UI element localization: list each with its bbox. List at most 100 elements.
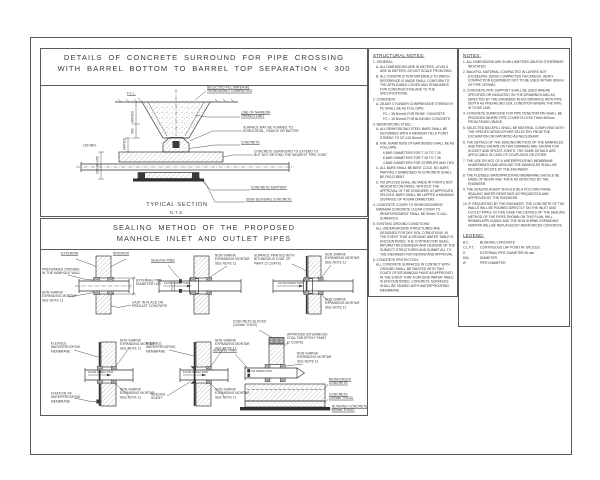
panel-concrete-surround: DETAILS OF CONCRETE SURROUND FOR PIPE CR… <box>40 48 368 217</box>
detail-e <box>166 341 229 407</box>
dim-150-min: 150 MIN. <box>83 144 97 148</box>
label-blinding-thick: BLINDING CONCRETE (50mm THICK) <box>332 405 368 413</box>
note-item: 6. CONCRETE PROTECTION: <box>373 258 419 262</box>
structural-notes-panel: STRUCTURAL NOTES: 1. GENERAL: A. ALL DIM… <box>368 48 458 297</box>
label-membrane-e: FLEXIBLE WATERPROOFING MEMBRANE <box>146 342 176 354</box>
note-item: 2. CONCRETE: <box>373 97 397 102</box>
label-sealing-agent: SEALING AGENT <box>151 393 166 401</box>
callout-surface-formed: SURFACE MAY BE FORMED TO HORIZONTAL, RAD… <box>243 126 299 134</box>
callout-concrete-support: CONCRETE SUPPORT <box>251 186 287 190</box>
label-mortar-c-top: NON SHRINK EXPANDING MORTAR SEE NOTE 11 <box>325 253 360 265</box>
note-item: 4 BAR DIAMETERS FOR STIRRUPS AND TIES <box>383 161 455 166</box>
legend-row: DIA. DIAMETER <box>463 256 565 261</box>
note-item: 1. GENERAL: <box>373 60 394 65</box>
legend-key: Ø <box>463 261 466 266</box>
label-flow-e: FLOW DIRECTION <box>183 371 209 375</box>
note-item: ALL CONCRETE SURFACES IN CONTACT WITH GR… <box>376 263 454 293</box>
label-concrete-thick: CONCRETE (150mm THICK) <box>329 393 354 401</box>
note-item: 4. CONCRETE COVER TO REINFORCEMENT: <box>373 203 444 207</box>
label-cast-in-place: CAST IN PLACE OR PRECAST CONCRETE <box>132 301 168 309</box>
note-item: 3. CONCRETE PIPE SUPPORT SHALL BE USED W… <box>463 89 562 110</box>
note-item: D. NO SPLICES SHALL BE MADE AT POINTS NO… <box>376 180 454 202</box>
legend-value: DIAMETER <box>480 256 498 260</box>
note-item: 4. CONCRETE SURROUND FOR PIPE PENETRATIO… <box>463 112 563 125</box>
dim-pipe-width: 150+Ø+150 <box>96 156 100 174</box>
label-mortar-e-bottom: NON SHRINK EXPANDING MORTAR SEE NOTE 11 <box>215 388 250 400</box>
general-notes-body: NOTES: 1. ALL DIMENSIONS ARE IN MILLIMET… <box>463 53 565 266</box>
note-item: 5. SELECTED BACKFILL SHALL BE MATERIAL C… <box>463 126 564 139</box>
label-preformed-opening: PREFORMED OPENING IN THE MANHOLE WALL <box>42 268 81 276</box>
section1-title-line1: DETAILS OF CONCRETE SURROUND FOR PIPE CR… <box>63 53 345 62</box>
dim-300: 300 <box>131 128 135 134</box>
callout-trench-limit: LINE OF NARROW TRENCH LIMIT <box>241 111 271 119</box>
label-external-diameter: EXTERNAL PIPE DIAMETER+100 <box>136 279 163 287</box>
label-approved-paint: APPROVED BITUMINOUS COAL TAR EPOXY PAINT… <box>287 333 328 345</box>
callout-surround-extend: CONCRETE SURROUND TO EXTEND TO BUT NOT B… <box>254 150 328 158</box>
structural-notes-body: STRUCTURAL NOTES: 1. GENERAL: A. ALL DIM… <box>373 53 455 294</box>
legend-value: BLINDING CONCRETE <box>480 241 515 245</box>
label-fixation: FIXATION OF WATERPROOFING MEMBRANE <box>51 392 81 404</box>
note-item: 3. REINFORCING STEEL: <box>373 122 413 127</box>
label-flow-f: FLOW DIRECTION <box>247 370 273 374</box>
note-item: 6 BAR DIAMETERS FOR T 10 TO T 25 <box>383 151 441 156</box>
detail-a <box>67 255 136 315</box>
dim-varies-upper: VARIES <box>131 110 135 123</box>
typical-section-scale: N.T.S. <box>169 210 185 215</box>
note-item: 8. THE FLEXIBLE WATERPROOFING MEMBRANE S… <box>463 173 560 186</box>
legend-key: C.L.P.T. <box>463 246 475 250</box>
note-item: 10. IF REQUESTED BY THE ENGINEER, THE CO… <box>463 202 565 228</box>
callout-fcl: F.C.L. <box>127 92 136 96</box>
legend-key: B.C. <box>463 241 470 245</box>
label-mortar-c-bottom: NON SHRINK EXPANDING MORTAR SEE NOTE 11 <box>325 298 360 310</box>
note-item: MINIMUM CONCRETE CLEAR COVER TO REINFORC… <box>376 208 448 221</box>
legend-row: B.C. BLINDING CONCRETE <box>463 241 565 246</box>
callout-selected-fill: SELECTED FILL MATERIAL THOROUGHLY COMPAC… <box>207 86 253 94</box>
note-item: A. ALL DIMENSIONS ARE IN METERS, LEVELS … <box>376 65 453 74</box>
label-mortar-f: NON SHRINK EXPANDING MORTAR SEE NOTE 11 <box>297 352 332 364</box>
label-sealing-ring-b: SEALING RING <box>151 259 175 263</box>
legend-value: PIPE DIAMETER <box>480 261 506 266</box>
note-item: 2. BACKFILL MATERIAL COMPACTED IN LAYERS… <box>463 70 564 87</box>
note-item: C. ALL BARS SHALL BE BENT COLD. NO BARS … <box>376 166 452 179</box>
sealing-details-area: EXTERIOR INTERIOR PREFORMED OPENING IN T… <box>41 250 367 418</box>
sheet-border <box>30 37 572 455</box>
detail-d <box>73 341 134 407</box>
detail-f <box>234 329 333 411</box>
label-sealing-ring-f: SEALING RING <box>213 349 237 353</box>
label-mortar-d-top: NON SHRINK EXPANDING MORTAR SEE NOTE 11 <box>120 339 155 351</box>
section2-title-line2: MANHOLE INLET AND OUTLET PIPES <box>116 234 292 244</box>
label-interior: INTERIOR <box>113 252 129 256</box>
callout-blinding: 50mm BLINDING CONCRETE <box>246 198 292 202</box>
label-mortar-d-bottom: NON SHRINK EXPANDING MORTAR SEE NOTE 11 <box>120 388 155 400</box>
callout-concrete: CONCRETE <box>241 140 260 145</box>
detail-c <box>272 255 354 315</box>
legend-row: D EXTERNAL PIPE DIAMETER IN mm. <box>463 251 565 256</box>
sealing-details-drawing <box>67 255 354 411</box>
note-item: 6. THE DETAILS OF THE SEALING METHOD OF … <box>463 140 564 158</box>
note-item: 9. THE SEALING AGENT SHOULD BE A POLYURE… <box>463 188 551 201</box>
note-item: FC = 35 N/mm2 FOR REINF. CONCRETE <box>383 112 446 116</box>
label-surface-painted: SURFACE PAINTED WITH BITUMINOUS COAT OF … <box>254 254 295 266</box>
note-item: ALL UNDERGROUND STRUCTURES ARE DESIGNED … <box>376 227 455 257</box>
note-item: 8 BAR DIAMETERS FOR T 28 TO T 36 <box>383 156 441 161</box>
legend-value: CONTINUOUS LAP POINT AT SPLICES <box>480 246 540 250</box>
note-item: FC = 15 N/mm2 FOR BLINDING CONCRETE <box>383 117 451 121</box>
legend-row: C.L.P.T. CONTINUOUS LAP POINT AT SPLICES <box>463 246 565 251</box>
note-item: 5. EXISTING GROUND CONDITIONS: <box>373 222 431 226</box>
note-item: A. 28-DAY CYLINDER COMPRESSIVE STRENGTH … <box>376 102 454 111</box>
note-item: 7. THE USE OR NOT OF A WATERPROOFING MEM… <box>463 159 557 172</box>
detail-b <box>158 255 242 315</box>
general-notes-panel: NOTES: 1. ALL DIMENSIONS ARE IN MILLIMET… <box>458 48 570 327</box>
panel-sealing-method: SEALING METHOD OF THE PROPOSED MANHOLE I… <box>40 218 368 416</box>
note-item: B. ALL CONSTRUCTION MATERIALS TO WHICH R… <box>376 75 450 96</box>
section2-title-line1: SEALING METHOD OF THE PROPOSED <box>112 223 296 232</box>
section1-title-line2: WITH BARREL BOTTOM TO BARREL TOP SEPARAT… <box>57 64 351 74</box>
label-mortar-e-top: NON SHRINK EXPANDING MORTAR SEE NOTE 11 <box>215 339 250 351</box>
label-membrane-d: FLEXIBLE WATERPROOFING MEMBRANE <box>51 342 81 354</box>
label-flow-c: FLOW DIRECTION <box>278 282 304 286</box>
note-item: B. MIN. DIAMETERS OF BAR BENDS SHALL BE … <box>376 141 455 150</box>
label-flow-b: FLOW DIRECTION <box>164 282 190 286</box>
legend-row: Ø PIPE DIAMETER <box>463 261 565 266</box>
typical-section-caption: TYPICAL SECTION <box>146 202 208 208</box>
